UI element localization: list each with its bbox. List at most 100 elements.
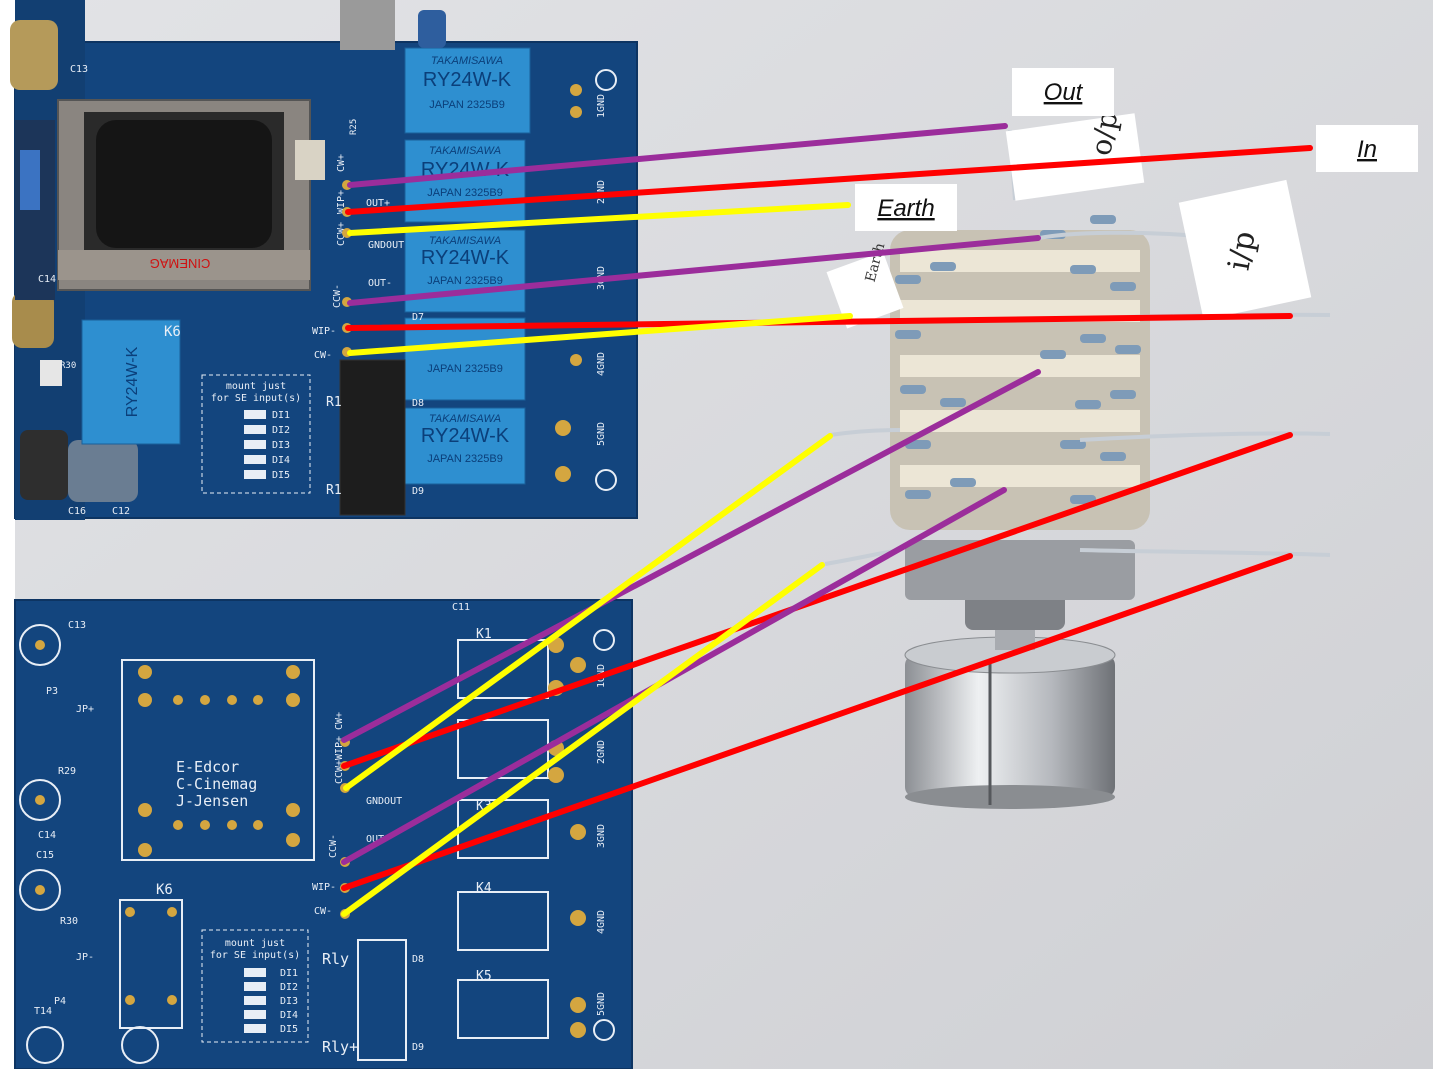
ref-d8: D8 [412,398,424,409]
gnd-label: 1GND [596,94,607,118]
pin-label: WIP- [312,326,336,337]
ref-p3: P3 [46,686,58,697]
relay-k6: RY24W-K K6 [81,319,181,445]
cap-outline [19,779,61,821]
pin-label: CW- [314,350,332,361]
line-top-in [345,145,1313,215]
relay-made: JAPAN 2325B9 [427,363,503,375]
ref-c12: C12 [112,506,130,517]
bottom-pcb: C13 C14 C15 C11 P3 JP+ JP- P4 T14 R29 R3… [14,599,633,1069]
mount-note: mount just [225,938,285,949]
ref-r30: R30 [60,361,76,371]
relay-k5: K5 [476,969,492,984]
resistors [895,215,1141,504]
transformer: CINEMAG [57,99,325,291]
relay-k4: K4 [476,881,492,896]
top-pcb: CINEMAG TAKAMISAWA RY24W-K JAPAN 2325B9 … [10,0,638,520]
ref-d8: D8 [412,954,424,965]
pin-label: CCW+ [334,760,345,784]
relay-made: JAPAN 2325B9 [429,99,505,111]
relay-made: JAPAN 2325B9 [427,275,503,287]
frame [905,540,1135,600]
ref-k6: K6 [156,882,173,898]
relay-3: TAKAMISAWA RY24W-K JAPAN 2325B9 [404,229,526,313]
ref-r1b: R1 [326,483,342,498]
pin-label: CW+ [334,712,345,730]
relay-5: TAKAMISAWA RY24W-K JAPAN 2325B9 [404,407,526,485]
tag-ip: i/p [1178,179,1312,321]
relay-1: TAKAMISAWA RY24W-K JAPAN 2325B9 [404,47,531,134]
pin-label: GNDOUT [366,796,402,807]
ref-c16: C16 [68,506,86,517]
label-earth-text: Earth [877,195,934,222]
tag-op: o/p [1005,109,1145,201]
pin-label: CCW- [332,284,343,308]
capacitor [12,292,54,348]
legend-cinemag: C-Cinemag [176,775,257,793]
pin-label: OUT+ [366,198,390,209]
ref-rly: Rly [322,950,349,968]
capacitor [418,10,446,48]
top-pin-labels: CW+ OUT+ WIP+ CCW+ GNDOUT OUT- CCW- WIP-… [312,154,404,361]
relay-brand: TAKAMISAWA [429,145,501,157]
diode-label: DI2 [280,982,298,993]
tag-op-text: o/p [1084,109,1124,158]
line-top-out2 [347,235,1041,306]
ref-c11: C11 [452,602,470,613]
relay-k1: K1 [476,627,492,642]
label-out: Out [1012,68,1114,116]
knob [904,636,1116,809]
left-margin [0,0,15,1069]
component [20,150,40,210]
cap-outline [19,869,61,911]
top-mount-box: mount just for SE input(s) DI1 DI2 DI3 D… [201,374,311,494]
diode-label: DI4 [272,455,290,466]
ref-d9: D9 [412,1042,424,1053]
ribbon-connector [339,359,406,516]
k6-footprint: K6 [119,882,183,1029]
ref-t14: T14 [34,1006,52,1017]
gnd-label: 5GND [596,992,607,1016]
diode-label: DI5 [272,470,290,481]
diode-label: DI5 [280,1024,298,1035]
diode-label: DI4 [280,1010,298,1021]
gnd-label: 3GND [596,824,607,848]
gnd-label: 2GND [596,740,607,764]
pin-label: WIP- [312,882,336,893]
gnd-label: 4GND [596,352,607,376]
label-in-text: In [1357,136,1377,163]
ref-d7: D7 [412,312,424,323]
line-bottom-in [341,432,1293,769]
ref-p4: P4 [54,996,66,1007]
ref-c15: C15 [36,850,54,861]
line-top-earth [347,202,851,236]
ref-rly-plus: Rly+ [322,1038,358,1056]
line-bottom-earth [343,433,833,791]
legend-edcor: E-Edcor [176,758,239,776]
mount-note: mount just [226,381,286,392]
ref-c14: C14 [38,830,56,841]
diode-label: DI3 [272,440,290,451]
ref-jp-plus: JP+ [76,704,94,715]
pin-label: CCW+ [336,222,347,246]
label-earth: Earth [855,184,957,231]
line-top-earth2 [347,313,853,356]
bottom-connector: Rly Rly+ D8 D9 [322,939,424,1061]
relay-made: JAPAN 2325B9 [427,187,503,199]
relay-model: RY24W-K [423,69,512,91]
ref-d9: D9 [412,486,424,497]
ref-r1: R1 [326,395,342,410]
label-in: In [1316,125,1418,172]
top-relays: TAKAMISAWA RY24W-K JAPAN 2325B9 TAKAMISA… [81,47,531,485]
gnd-label: 4GND [596,910,607,934]
relay-brand: TAKAMISAWA [429,235,501,247]
transformer-footprint: E-Edcor C-Cinemag J-Jensen [121,659,315,861]
ref-c14: C14 [38,274,56,285]
gnd-label: 2GND [596,180,607,204]
relay-brand: TAKAMISAWA [429,413,501,425]
ref-r29: R29 [58,766,76,777]
bottom-pcb-body [14,599,633,1069]
capacitor [68,440,138,502]
tag-earth: Earth [826,241,904,329]
ref-c13: C13 [68,620,86,631]
